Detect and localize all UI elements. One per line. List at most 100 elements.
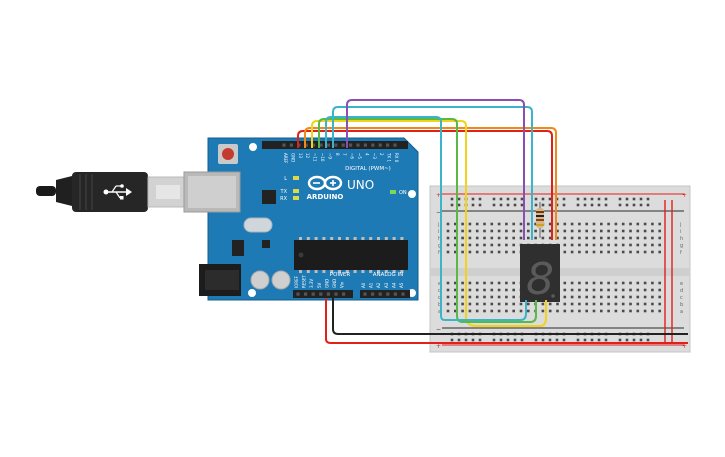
breadboard-hole[interactable]: [636, 236, 640, 240]
breadboard-hole[interactable]: [570, 309, 574, 313]
rail-hole[interactable]: [506, 197, 510, 201]
rail-hole[interactable]: [639, 338, 643, 342]
breadboard-hole[interactable]: [563, 236, 567, 240]
wire-black-gnd[interactable]: [332, 298, 688, 335]
rail-hole[interactable]: [625, 338, 629, 342]
breadboard-hole[interactable]: [658, 302, 661, 306]
rail-hole[interactable]: [625, 203, 629, 207]
breadboard-hole[interactable]: [570, 281, 574, 285]
breadboard-hole[interactable]: [600, 309, 603, 313]
breadboard-hole[interactable]: [454, 250, 457, 254]
rail-hole[interactable]: [590, 203, 594, 207]
breadboard-hole[interactable]: [643, 250, 647, 254]
breadboard-hole[interactable]: [643, 222, 647, 226]
rail-hole[interactable]: [632, 338, 636, 342]
breadboard-hole[interactable]: [454, 243, 457, 247]
breadboard-hole[interactable]: [607, 229, 610, 233]
breadboard-hole[interactable]: [621, 229, 625, 233]
breadboard-hole[interactable]: [541, 309, 545, 313]
rail-hole[interactable]: [457, 338, 461, 342]
rail-hole[interactable]: [548, 197, 552, 201]
rail-hole[interactable]: [618, 203, 622, 207]
breadboard-hole[interactable]: [570, 295, 574, 299]
rail-hole[interactable]: [639, 203, 643, 207]
rail-hole[interactable]: [534, 203, 538, 207]
breadboard-hole[interactable]: [651, 229, 654, 233]
rail-hole[interactable]: [478, 197, 482, 201]
breadboard-hole[interactable]: [541, 302, 545, 306]
breadboard-hole[interactable]: [563, 243, 567, 247]
breadboard-hole[interactable]: [475, 302, 479, 306]
breadboard-hole[interactable]: [548, 309, 552, 313]
breadboard-hole[interactable]: [651, 302, 654, 306]
breadboard-hole[interactable]: [512, 309, 515, 313]
breadboard-hole[interactable]: [475, 243, 479, 247]
breadboard-hole[interactable]: [475, 229, 479, 233]
breadboard-hole[interactable]: [519, 222, 523, 226]
breadboard-hole[interactable]: [621, 295, 625, 299]
breadboard-hole[interactable]: [490, 288, 494, 292]
rail-hole[interactable]: [590, 197, 594, 201]
breadboard-hole[interactable]: [475, 281, 479, 285]
breadboard-hole[interactable]: [497, 243, 501, 247]
breadboard-hole[interactable]: [446, 309, 450, 313]
reset-button-cap[interactable]: [222, 148, 234, 160]
breadboard-hole[interactable]: [483, 229, 486, 233]
breadboard-hole[interactable]: [483, 243, 486, 247]
breadboard-hole[interactable]: [497, 295, 501, 299]
rail-hole[interactable]: [478, 338, 482, 342]
rail-hole[interactable]: [632, 197, 636, 201]
breadboard-hole[interactable]: [497, 222, 501, 226]
rail-hole[interactable]: [513, 338, 517, 342]
breadboard-hole[interactable]: [490, 236, 494, 240]
breadboard-hole[interactable]: [497, 281, 501, 285]
breadboard-hole[interactable]: [629, 281, 632, 285]
breadboard-hole[interactable]: [548, 229, 552, 233]
rail-hole[interactable]: [597, 338, 601, 342]
breadboard-hole[interactable]: [570, 236, 574, 240]
breadboard-hole[interactable]: [578, 288, 581, 292]
seven-segment-display[interactable]: 8: [520, 244, 560, 305]
breadboard-hole[interactable]: [454, 236, 457, 240]
breadboard-hole[interactable]: [636, 309, 640, 313]
breadboard-hole[interactable]: [512, 243, 515, 247]
breadboard-hole[interactable]: [629, 288, 632, 292]
rail-hole[interactable]: [562, 197, 566, 201]
breadboard-hole[interactable]: [468, 222, 472, 226]
rail-hole[interactable]: [450, 197, 454, 201]
breadboard-hole[interactable]: [490, 229, 494, 233]
breadboard-hole[interactable]: [614, 281, 618, 285]
breadboard-hole[interactable]: [534, 222, 537, 226]
breadboard-hole[interactable]: [607, 295, 610, 299]
power-pin-socket[interactable]: [311, 292, 315, 296]
breadboard-hole[interactable]: [621, 281, 625, 285]
breadboard-hole[interactable]: [475, 288, 479, 292]
rail-hole[interactable]: [499, 338, 503, 342]
breadboard-hole[interactable]: [636, 281, 640, 285]
breadboard-hole[interactable]: [614, 309, 618, 313]
breadboard-hole[interactable]: [505, 281, 508, 285]
breadboard-hole[interactable]: [600, 281, 603, 285]
breadboard-hole[interactable]: [483, 288, 486, 292]
breadboard-hole[interactable]: [585, 295, 588, 299]
rail-hole[interactable]: [541, 203, 545, 207]
breadboard-hole[interactable]: [614, 243, 618, 247]
breadboard-hole[interactable]: [578, 222, 581, 226]
breadboard-hole[interactable]: [512, 281, 515, 285]
breadboard-hole[interactable]: [461, 281, 464, 285]
breadboard-hole[interactable]: [519, 229, 523, 233]
breadboard-hole[interactable]: [519, 309, 523, 313]
breadboard-hole[interactable]: [629, 229, 632, 233]
breadboard-hole[interactable]: [446, 302, 450, 306]
breadboard-hole[interactable]: [490, 295, 494, 299]
breadboard-hole[interactable]: [592, 288, 596, 292]
breadboard-hole[interactable]: [468, 288, 472, 292]
breadboard-hole[interactable]: [461, 229, 464, 233]
breadboard-hole[interactable]: [651, 309, 654, 313]
breadboard-hole[interactable]: [461, 295, 464, 299]
breadboard-hole[interactable]: [621, 250, 625, 254]
breadboard-hole[interactable]: [563, 281, 567, 285]
breadboard-hole[interactable]: [585, 309, 588, 313]
breadboard-hole[interactable]: [629, 302, 632, 306]
